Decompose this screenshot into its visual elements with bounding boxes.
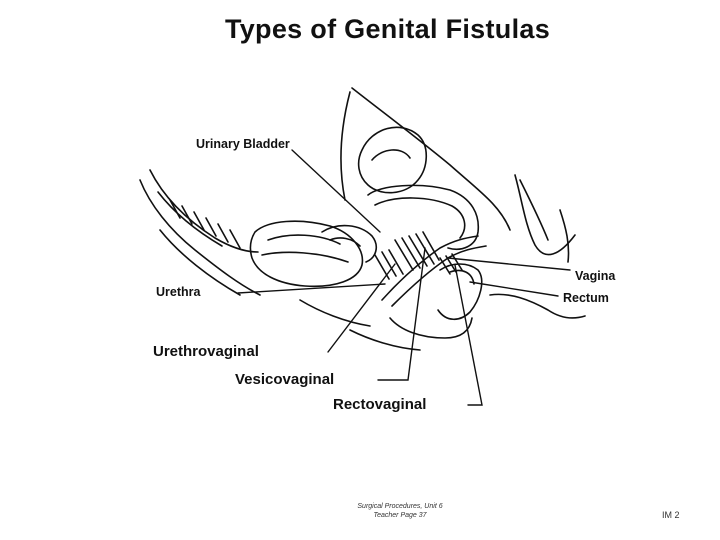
bladder (249, 220, 364, 288)
footer-line-1: Surgical Procedures, Unit 6 (357, 503, 443, 510)
leader-vagina (447, 257, 571, 271)
leader-vesicovaginal (377, 247, 426, 381)
leader-urinary-bladder (291, 149, 381, 233)
label-urethra: Urethra (156, 285, 201, 299)
label-urethrovaginal: Urethrovaginal (153, 343, 259, 360)
uterus (357, 126, 428, 194)
label-urinary-bladder: Urinary Bladder (196, 137, 290, 151)
page-number: IM 2 (662, 510, 680, 520)
body-outline-upper (351, 87, 511, 231)
pubic-bone (321, 224, 378, 263)
page-title: Types of Genital Fistulas (224, 14, 551, 44)
leader-rectum (469, 281, 559, 297)
leader-urethrovaginal (327, 263, 396, 353)
leader-urethra (237, 283, 386, 294)
label-vagina: Vagina (575, 269, 616, 283)
label-rectovaginal: Rectovaginal (333, 396, 427, 413)
label-rectum: Rectum (563, 291, 609, 305)
leader-rectovaginal (454, 264, 483, 406)
label-vesicovaginal: Vesicovaginal (235, 371, 335, 388)
footer-source: Surgical Procedures, Unit 6 Teacher Page… (300, 502, 500, 520)
vaginal-canal (381, 235, 479, 301)
uterine-body (367, 184, 480, 250)
abdominal-wall (139, 179, 261, 296)
rectum (437, 263, 483, 321)
footer-line-2: Teacher Page 37 (373, 512, 427, 519)
perineum (389, 317, 473, 339)
body-outline-right (514, 174, 576, 256)
body-outline-back (340, 91, 351, 201)
